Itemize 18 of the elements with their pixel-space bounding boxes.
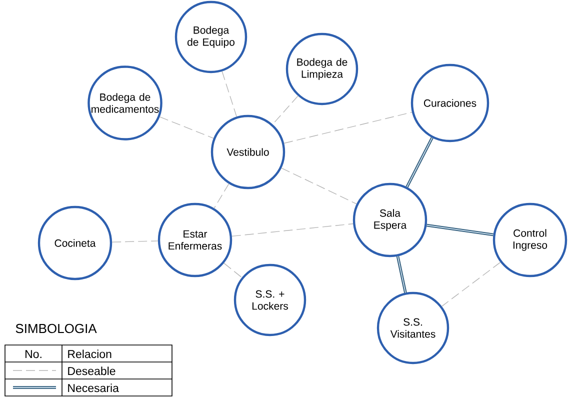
legend-text: Necesaria [68,384,119,392]
table-header: Relacion [68,350,112,358]
table-header: No. [26,350,42,358]
connector-line [112,240,158,242]
connector-line [224,262,242,278]
connector-line [426,224,494,236]
connector-line [406,137,434,188]
connector-line [272,96,298,125]
connector-line [442,262,501,307]
legend-title: SIMBOLOGIA [16,324,97,334]
connector-line [159,116,214,139]
connector-line [281,168,357,204]
connector-line [284,112,412,144]
connector-line [232,223,354,237]
connector-line [214,183,230,209]
connector-line [222,71,237,118]
connector-line [396,256,407,294]
legend-text: Deseable [68,366,116,376]
